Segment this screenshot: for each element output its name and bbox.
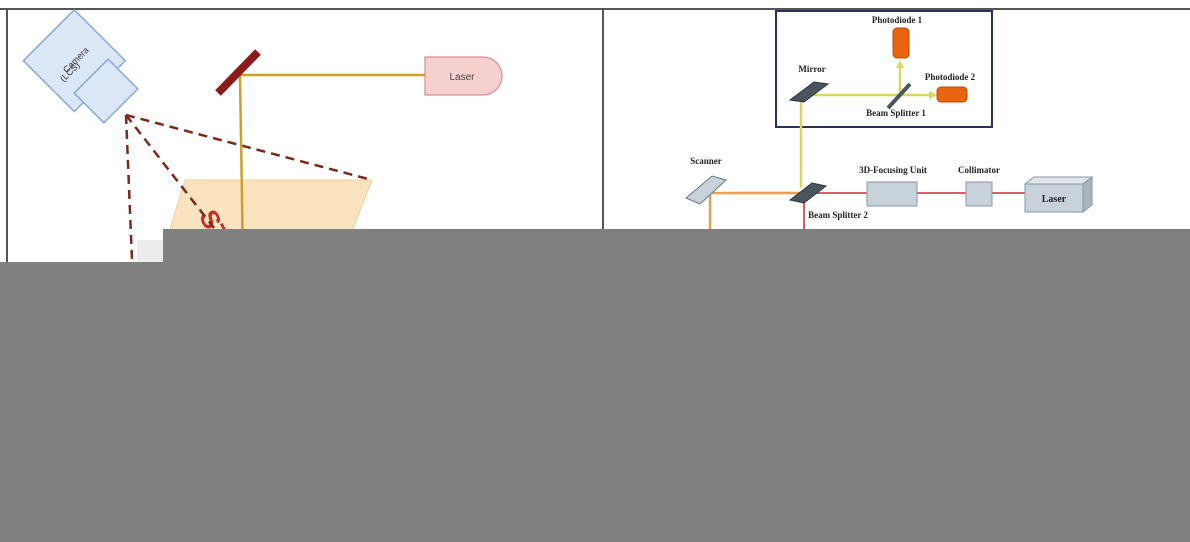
laser-left-label: Laser <box>449 72 475 83</box>
laser-left: Laser <box>424 56 503 96</box>
photodiode-1-body <box>892 27 910 59</box>
beam-splitter-1: Beam Splitter 1 <box>866 82 926 118</box>
photodiode-2-label: Photodiode 2 <box>925 72 976 82</box>
beam-splitter-1-body <box>886 82 912 110</box>
camera-lens <box>73 58 139 124</box>
scanner-label: Scanner <box>690 156 722 166</box>
arrow-photodiode1 <box>896 60 904 68</box>
scanner: Scanner <box>685 156 727 205</box>
collimator-label: Collimator <box>958 165 1000 175</box>
laser-right: Laser <box>1023 175 1094 214</box>
mirror-right-body <box>788 81 830 103</box>
scanner-body <box>685 175 727 205</box>
focusing-unit-body <box>866 181 918 207</box>
focusing-unit-label: 3D-Focusing Unit <box>859 165 927 175</box>
mirror-right: Mirror <box>788 64 830 103</box>
collimator: Collimator <box>958 165 1000 207</box>
focusing-unit: 3D-Focusing Unit <box>859 165 927 207</box>
right-panel: Photodiode 1 Photodiode 2 Mirror Beam Sp… <box>685 10 1094 232</box>
mirror-left <box>215 49 261 96</box>
gray-occluder <box>0 229 1190 542</box>
laser-right-top <box>1023 176 1094 185</box>
arrow-photodiode2 <box>929 91 937 99</box>
edge-fragment <box>137 240 163 262</box>
fov-line-left <box>124 114 134 261</box>
fov-line-right <box>125 113 373 182</box>
fov-line-middle <box>125 114 215 229</box>
camera-lcs: Camera (LCS) <box>22 8 139 124</box>
beam-splitter-2-body <box>788 182 828 204</box>
left-panel: STS Camera (LCS) Laser <box>22 8 503 263</box>
photodiode-1-label: Photodiode 1 <box>872 15 923 25</box>
beam-splitter-2: Beam Splitter 2 <box>788 182 868 220</box>
photodiode-2-body <box>936 86 968 103</box>
beam-splitter-2-label: Beam Splitter 2 <box>808 210 868 220</box>
beam-splitter-1-label: Beam Splitter 1 <box>866 108 926 118</box>
laser-right-front <box>1024 183 1084 213</box>
laser-right-label: Laser <box>1042 194 1067 205</box>
detection-box <box>775 10 993 128</box>
photodiode-2: Photodiode 2 <box>925 72 976 103</box>
photodiode-1: Photodiode 1 <box>872 15 923 59</box>
laser-left-body <box>424 56 503 96</box>
mirror-right-label: Mirror <box>798 64 825 74</box>
collimator-body <box>965 181 993 207</box>
